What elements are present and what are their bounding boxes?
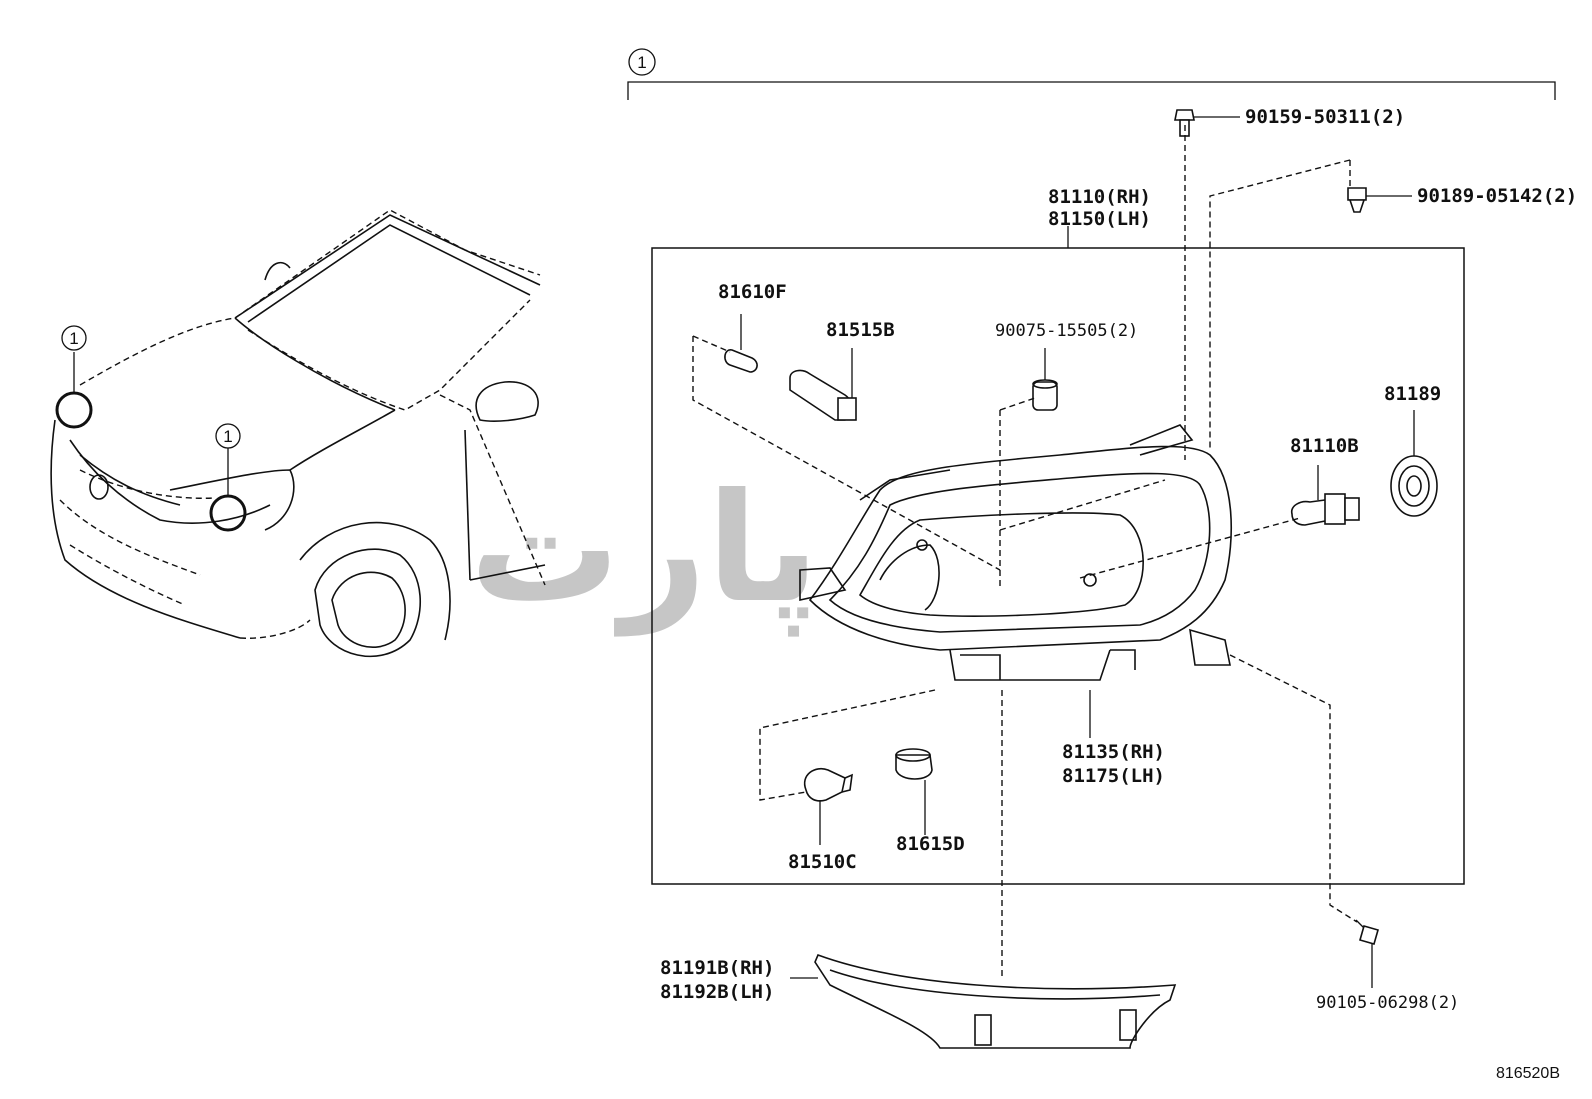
- label-h-bulb: 81515B: [826, 319, 895, 341]
- assembly-group-bracket: 1: [627, 48, 1556, 100]
- group-marker-circle: [628, 48, 656, 76]
- dashed-leaders: [692, 125, 1358, 980]
- bottom-mounting-bolt: [1355, 919, 1379, 988]
- retaining-clip: [1347, 187, 1412, 213]
- label-socket-cover: 81189: [1384, 383, 1441, 405]
- group-marker-number: 1: [637, 53, 646, 72]
- label-turn-bulb: 81510C: [788, 851, 857, 873]
- label-headlamp-lh: 81150(LH): [1048, 208, 1151, 230]
- headlamp-location-marker-right: [55, 391, 93, 429]
- main-bulb: [1290, 465, 1360, 526]
- label-clip-top: 90189-05142(2): [1417, 185, 1577, 207]
- label-housing-rh: 81135(RH): [1062, 741, 1165, 763]
- label-main-bulb: 81110B: [1290, 435, 1359, 457]
- turn-signal-bulb: [803, 768, 853, 845]
- car-callout-number-2: 1: [223, 427, 232, 446]
- car-callout-circle-1: [61, 325, 87, 351]
- headlamp-assembly-box: [651, 247, 1465, 885]
- bulb-socket: [895, 748, 933, 835]
- bulb-socket-cover: [1390, 410, 1438, 517]
- headlamp-bulb-h: [789, 348, 857, 421]
- label-bolt-bottom: 90105-06298(2): [1316, 993, 1459, 1013]
- label-bushing: 90075-15505(2): [995, 321, 1138, 341]
- label-bolt-top: 90159-50311(2): [1245, 106, 1405, 128]
- reference-code: 816520B: [1496, 1065, 1560, 1082]
- car-callout-number-1: 1: [69, 329, 78, 348]
- top-mounting-bolt: [1174, 109, 1240, 137]
- headlamp-unit: [799, 424, 1233, 681]
- headlamp-trim-strip: [790, 953, 1177, 1049]
- label-housing-lh: 81175(LH): [1062, 765, 1165, 787]
- label-side-bulb: 81610F: [718, 281, 787, 303]
- car-callout-circle-2: [215, 423, 241, 449]
- label-trim-rh: 81191B(RH): [660, 957, 774, 979]
- headlamp-location-marker-left: [209, 494, 247, 532]
- mounting-bushing: [1032, 348, 1058, 411]
- label-trim-lh: 81192B(LH): [660, 981, 774, 1003]
- label-socket: 81615D: [896, 833, 965, 855]
- car-front-illustration: 1 1: [50, 209, 546, 658]
- label-headlamp-rh: 81110(RH): [1048, 186, 1151, 208]
- side-marker-bulb: [724, 314, 758, 373]
